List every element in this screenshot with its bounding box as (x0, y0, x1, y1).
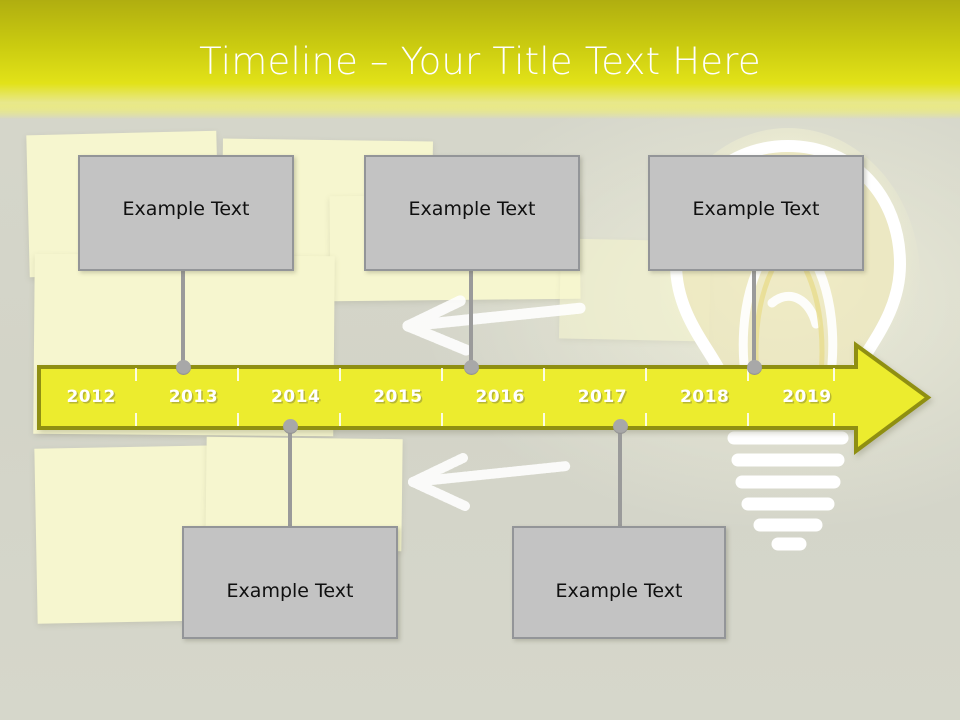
timeline-tick (339, 413, 341, 426)
timeline-tick (833, 368, 835, 381)
callout-box-above-3[interactable]: Example Text (648, 155, 864, 271)
timeline-year-2015[interactable]: 2015 (373, 387, 423, 407)
timeline-year-2019[interactable]: 2019 (782, 387, 832, 407)
chalk-arrow-left-upper-icon (400, 292, 590, 356)
callout-connector (181, 268, 185, 368)
timeline-tick (339, 368, 341, 381)
timeline-tick (237, 368, 239, 381)
callout-label: Example Text (692, 197, 820, 220)
timeline-tick (645, 413, 647, 426)
callout-connector (288, 426, 292, 528)
chalk-arrow-left-lower-icon (405, 452, 575, 512)
timeline-year-2014[interactable]: 2014 (270, 387, 321, 407)
timeline-arrow-shape (36, 340, 932, 458)
timeline-tick (645, 368, 647, 381)
timeline-tick (833, 413, 835, 426)
callout-label: Example Text (122, 197, 250, 220)
timeline-node-dot[interactable] (176, 360, 191, 375)
callout-box-below-1[interactable]: Example Text (182, 526, 398, 639)
callout-box-above-2[interactable]: Example Text (364, 155, 580, 271)
timeline-node-dot[interactable] (464, 360, 479, 375)
timeline-tick (441, 413, 443, 426)
callout-label: Example Text (408, 197, 536, 220)
callout-connector (469, 268, 473, 368)
page-title: Timeline – Your Title Text Here (199, 40, 761, 83)
timeline-tick (747, 413, 749, 426)
timeline-year-row: 2012 2013 2014 2015 2016 2017 2018 2019 (40, 367, 858, 427)
timeline-year-2018[interactable]: 2018 (679, 387, 730, 407)
timeline-tick (543, 413, 545, 426)
timeline-tick (441, 368, 443, 381)
callout-label: Example Text (555, 580, 683, 602)
timeline-tick (135, 368, 137, 381)
timeline-tick (747, 368, 749, 381)
timeline-year-2012[interactable]: 2012 (66, 387, 116, 407)
timeline-tick (543, 368, 545, 381)
callout-connector (752, 268, 756, 368)
timeline-tick (237, 413, 239, 426)
timeline-tick (135, 413, 137, 426)
callout-box-below-2[interactable]: Example Text (512, 526, 726, 639)
timeline-year-2013[interactable]: 2013 (168, 387, 219, 407)
slide-header (0, 0, 960, 119)
timeline-node-dot[interactable] (613, 419, 628, 434)
header-gradient (0, 0, 960, 119)
callout-box-above-1[interactable]: Example Text (78, 155, 294, 271)
timeline-year-2016[interactable]: 2016 (475, 387, 525, 407)
timeline-year-2017[interactable]: 2017 (577, 387, 628, 407)
callout-connector (618, 426, 622, 528)
timeline-node-dot[interactable] (747, 360, 762, 375)
timeline-node-dot[interactable] (283, 419, 298, 434)
callout-label: Example Text (226, 580, 354, 602)
